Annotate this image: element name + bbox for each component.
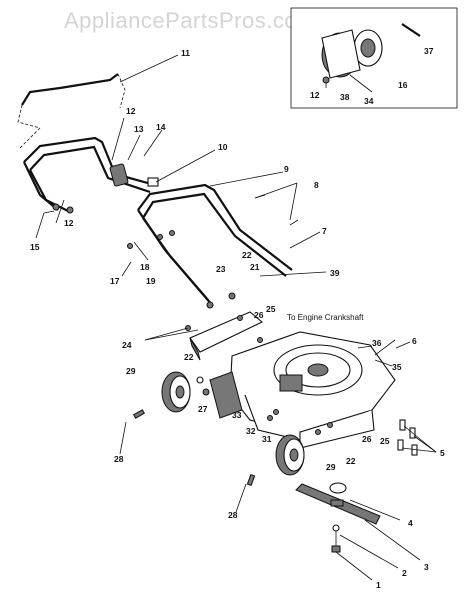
callout-38: 38 <box>340 92 350 102</box>
blade-assembly <box>295 482 381 553</box>
callout-21: 21 <box>250 262 260 272</box>
callout-4: 4 <box>408 518 413 528</box>
callout-28-bottom: 28 <box>228 510 238 520</box>
callout-13: 13 <box>134 124 144 134</box>
mower-deck <box>209 331 396 449</box>
callout-14: 14 <box>156 122 166 132</box>
front-wheel <box>275 434 305 476</box>
callout-6: 6 <box>412 336 417 346</box>
callout-26-top: 26 <box>254 310 264 320</box>
callout-5: 5 <box>440 448 445 458</box>
watermark: AppliancePartsPros.com <box>64 8 316 33</box>
callout-11: 11 <box>181 48 190 58</box>
callout-31: 31 <box>262 434 272 444</box>
callout-35: 35 <box>392 362 402 372</box>
callout-12-inset: 12 <box>310 90 320 100</box>
callout-36: 36 <box>372 338 382 348</box>
callout-25-bottom: 25 <box>380 436 390 446</box>
leader-lines <box>35 54 437 581</box>
callout-29-right: 29 <box>326 462 336 472</box>
callout-39: 39 <box>330 268 340 278</box>
rear-wheel <box>161 371 191 413</box>
callout-34: 34 <box>364 96 374 106</box>
callout-16: 16 <box>398 80 408 90</box>
upper-handle <box>17 73 126 149</box>
callout-1: 1 <box>376 580 381 590</box>
callout-33: 33 <box>232 410 242 420</box>
callout-26-bottom: 26 <box>362 434 372 444</box>
callout-23: 23 <box>216 264 226 274</box>
callout-12-top: 12 <box>126 106 136 116</box>
callout-22-mid: 22 <box>184 352 194 362</box>
callout-15: 15 <box>30 242 40 252</box>
callout-29-left: 29 <box>126 366 136 376</box>
callout-18: 18 <box>140 262 150 272</box>
callout-7: 7 <box>322 226 327 236</box>
callout-24: 24 <box>122 340 132 350</box>
callout-12-left: 12 <box>64 218 74 228</box>
callout-28-left: 28 <box>114 454 124 464</box>
callout-27: 27 <box>198 404 208 414</box>
callout-37: 37 <box>424 46 434 56</box>
callout-25-top: 25 <box>266 304 276 314</box>
callout-labels: 11 12 13 14 10 9 8 7 12 15 17 18 19 22 2… <box>30 46 445 590</box>
note-engine-crankshaft: To Engine Crankshaft <box>287 313 364 322</box>
callout-8: 8 <box>314 180 319 190</box>
callout-19: 19 <box>146 276 156 286</box>
callout-2: 2 <box>402 568 407 578</box>
callout-22-top: 22 <box>242 250 252 260</box>
callout-3: 3 <box>424 562 429 572</box>
callout-22-bottom: 22 <box>346 456 356 466</box>
lower-handle <box>137 183 299 307</box>
callout-17: 17 <box>110 276 120 286</box>
inset-detail <box>290 7 458 109</box>
callout-32: 32 <box>246 426 256 436</box>
callout-10: 10 <box>218 142 228 152</box>
middle-handle <box>23 136 159 214</box>
callout-9: 9 <box>284 164 289 174</box>
